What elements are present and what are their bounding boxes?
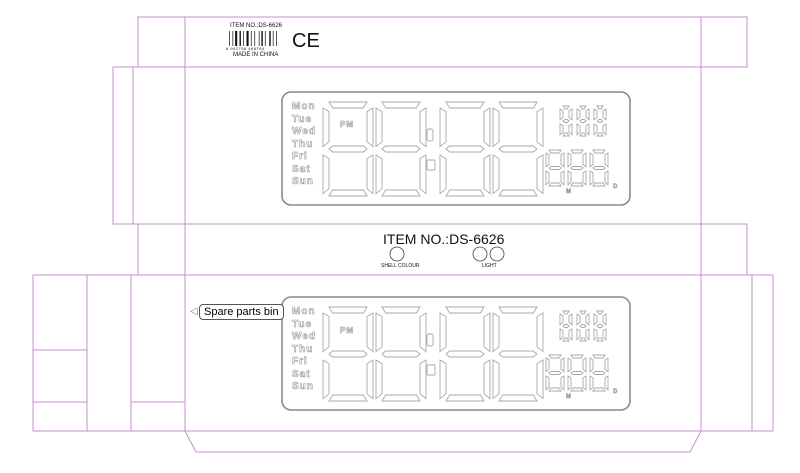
shell-colour-circle (389, 246, 405, 262)
lcd-frame (281, 91, 631, 206)
side-item-no: ITEM NO.:DS-6626 (383, 231, 505, 247)
barcode-item-no: ITEM NO.:DS-6626 (230, 23, 283, 29)
seven-segment-digit (589, 354, 609, 392)
day-thu: Thu (292, 343, 314, 355)
day-sat: Sat (292, 163, 311, 175)
day-wed: Wed (292, 126, 316, 138)
colon-upper (426, 333, 434, 347)
shell-colour-label: SHELL COLOUR (381, 263, 420, 269)
bottom-panel (32, 274, 774, 432)
day-sun: Sun (292, 381, 314, 393)
barcode-bar (232, 31, 234, 46)
color-circles (389, 246, 505, 262)
seven-segment-digit (322, 306, 374, 402)
day-tue: Tue (292, 113, 313, 125)
seven-segment-digit (322, 101, 374, 197)
barcode-bar (254, 31, 256, 46)
month-label-bottom: M (566, 394, 572, 401)
seven-segment-digit (567, 354, 587, 392)
day-mon: Mon (292, 101, 316, 113)
barcode-bar (258, 31, 260, 46)
day-sun: Sun (292, 176, 314, 188)
seven-segment-digit (593, 310, 607, 342)
barcode-bar (250, 31, 252, 46)
light-label: LIGHT (482, 263, 497, 269)
seven-segment-digit (375, 306, 427, 402)
lcd-display-top (281, 91, 631, 206)
spare-parts-text: Spare parts bin (204, 306, 279, 318)
light-circle-1 (472, 246, 488, 262)
barcode-origin: MADE IN CHINA (233, 52, 279, 58)
seven-segment-digit (559, 310, 573, 342)
arrow-left-icon: ◁ (190, 306, 198, 317)
top-panel (112, 66, 702, 225)
seven-segment-digit (492, 101, 544, 197)
seven-segment-digit (545, 354, 565, 392)
seven-segment-digit (439, 306, 491, 402)
seven-segment-digit (593, 105, 607, 137)
barcode-bar (272, 31, 274, 46)
seven-segment-digit (576, 105, 590, 137)
barcode-bar (261, 31, 263, 46)
seven-segment-digit (559, 105, 573, 137)
day-sat: Sat (292, 368, 311, 380)
day-fri: Fri (292, 151, 308, 163)
barcode-bar (243, 31, 244, 46)
dieline-cut-lines (32, 16, 774, 453)
barcode-bar (246, 31, 249, 46)
seven-segment-digit (589, 149, 609, 187)
barcode-bar (229, 31, 230, 46)
day-label-bottom: D (613, 389, 619, 396)
day-thu: Thu (292, 138, 314, 150)
ce-mark: CE (292, 30, 320, 52)
day-mon: Mon (292, 306, 316, 318)
lcd-frame (281, 296, 631, 411)
barcode-bar (264, 31, 266, 46)
day-tue: Tue (292, 318, 313, 330)
day-fri: Fri (292, 356, 308, 368)
light-circle-2 (489, 246, 505, 262)
seven-segment-digit (576, 310, 590, 342)
barcode-bar (269, 31, 271, 46)
month-label-top: M (566, 189, 572, 196)
pm-indicator-bottom: PM (340, 326, 354, 336)
day-wed: Wed (292, 331, 316, 343)
spare-parts-bin-label: ◁ Spare parts bin (190, 304, 284, 320)
colon-lower (426, 159, 436, 171)
seven-segment-digit (545, 149, 565, 187)
pm-indicator-top: PM (340, 120, 354, 130)
seven-segment-digit (567, 149, 587, 187)
day-label-top: D (613, 184, 619, 191)
barcode-image (229, 31, 277, 46)
lcd-display-bottom (281, 296, 631, 411)
bottom-tuck-flap (184, 430, 702, 453)
seven-segment-digit (375, 101, 427, 197)
barcode-digits: 6 942756 466764 (226, 46, 265, 51)
barcode-bar (276, 31, 277, 46)
colon-upper (426, 128, 434, 142)
seven-segment-digit (492, 306, 544, 402)
barcode-bar (239, 31, 241, 46)
barcode-bar (235, 31, 238, 46)
seven-segment-digit (439, 101, 491, 197)
colon-lower (426, 364, 436, 376)
